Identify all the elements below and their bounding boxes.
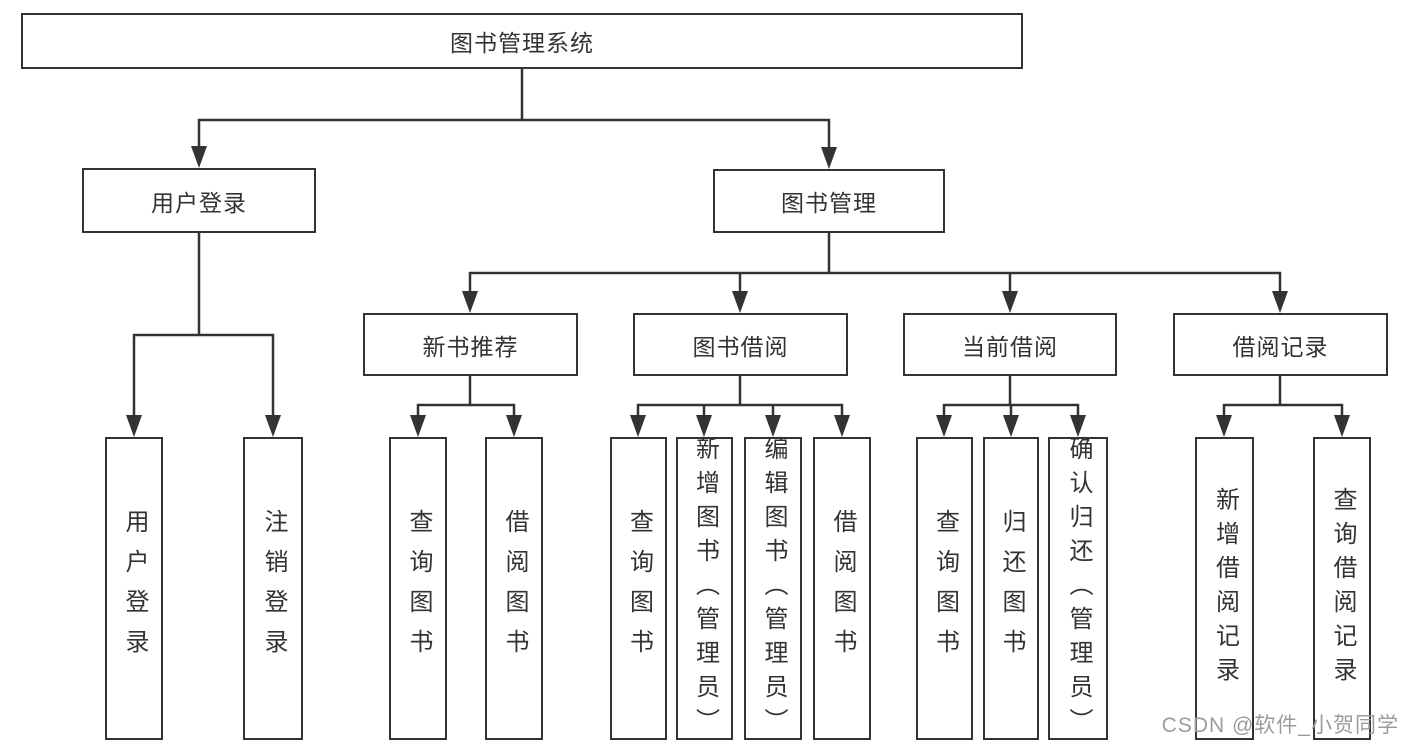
node-label: 用户登录 [151,189,247,216]
node-current-borrow: 当前借阅 [903,313,1117,376]
node-leaf-add-book-admin: 新增图书（管理员） [676,435,733,742]
node-label: 图书管理系统 [450,30,594,56]
connector-book-management-branch [462,233,1288,313]
node-label: 当前借阅 [962,333,1058,360]
connector-book-borrow-branch [630,376,850,437]
connector-borrow-record-branch [1216,376,1350,437]
node-leaf-borrow-books-borrow: 借阅图书 [813,437,871,740]
node-leaf-query-borrow-record: 查询借阅记录 [1313,437,1371,740]
node-label: 用户登录 [121,508,148,669]
node-new-book-recommend: 新书推荐 [363,313,578,376]
node-borrow-records: 借阅记录 [1173,313,1388,376]
node-label: 新书推荐 [422,333,519,360]
node-label: 借阅记录 [1232,333,1329,360]
node-label: 借阅图书 [501,508,528,669]
node-label: 查询借阅记录 [1329,486,1356,691]
node-label: 新增图书（管理员） [691,435,719,742]
node-label: 图书借阅 [692,333,789,360]
node-leaf-borrow-books-recommend: 借阅图书 [485,437,543,740]
node-label: 图书管理 [781,190,877,216]
watermark: CSDN @软件_小贺同学 [1161,714,1399,737]
node-label: 归还图书 [998,508,1025,669]
node-label: 确认归还（管理员） [1065,435,1092,742]
node-label: 编辑图书（管理员） [760,435,787,742]
node-leaf-add-borrow-record: 新增借阅记录 [1195,437,1254,740]
connector-root-to-l2 [191,69,837,169]
node-leaf-edit-book-admin: 编辑图书（管理员） [744,435,802,742]
node-label: 查询图书 [625,508,653,669]
node-leaf-query-books-recommend: 查询图书 [389,437,447,740]
connector-current-borrow-branch [936,376,1086,437]
connector-user-login-branch [126,233,281,437]
node-leaf-user-login: 用户登录 [105,437,163,740]
node-leaf-confirm-return-admin: 确认归还（管理员） [1048,435,1108,742]
node-user-login: 用户登录 [82,168,316,233]
node-book-borrow: 图书借阅 [633,313,848,376]
node-label: 新增借阅记录 [1211,486,1239,691]
node-label: 注销登录 [260,508,287,669]
connector-new-book-branch [410,376,522,437]
node-root-system: 图书管理系统 [21,13,1023,69]
node-leaf-logout: 注销登录 [243,437,303,740]
node-book-management: 图书管理 [713,169,945,233]
node-label: 查询图书 [931,508,959,669]
node-leaf-return-books: 归还图书 [983,437,1039,740]
node-leaf-query-books-borrow: 查询图书 [610,437,667,740]
node-label: 借阅图书 [829,508,856,669]
node-label: 查询图书 [405,508,432,669]
node-leaf-query-books-current: 查询图书 [916,437,973,740]
